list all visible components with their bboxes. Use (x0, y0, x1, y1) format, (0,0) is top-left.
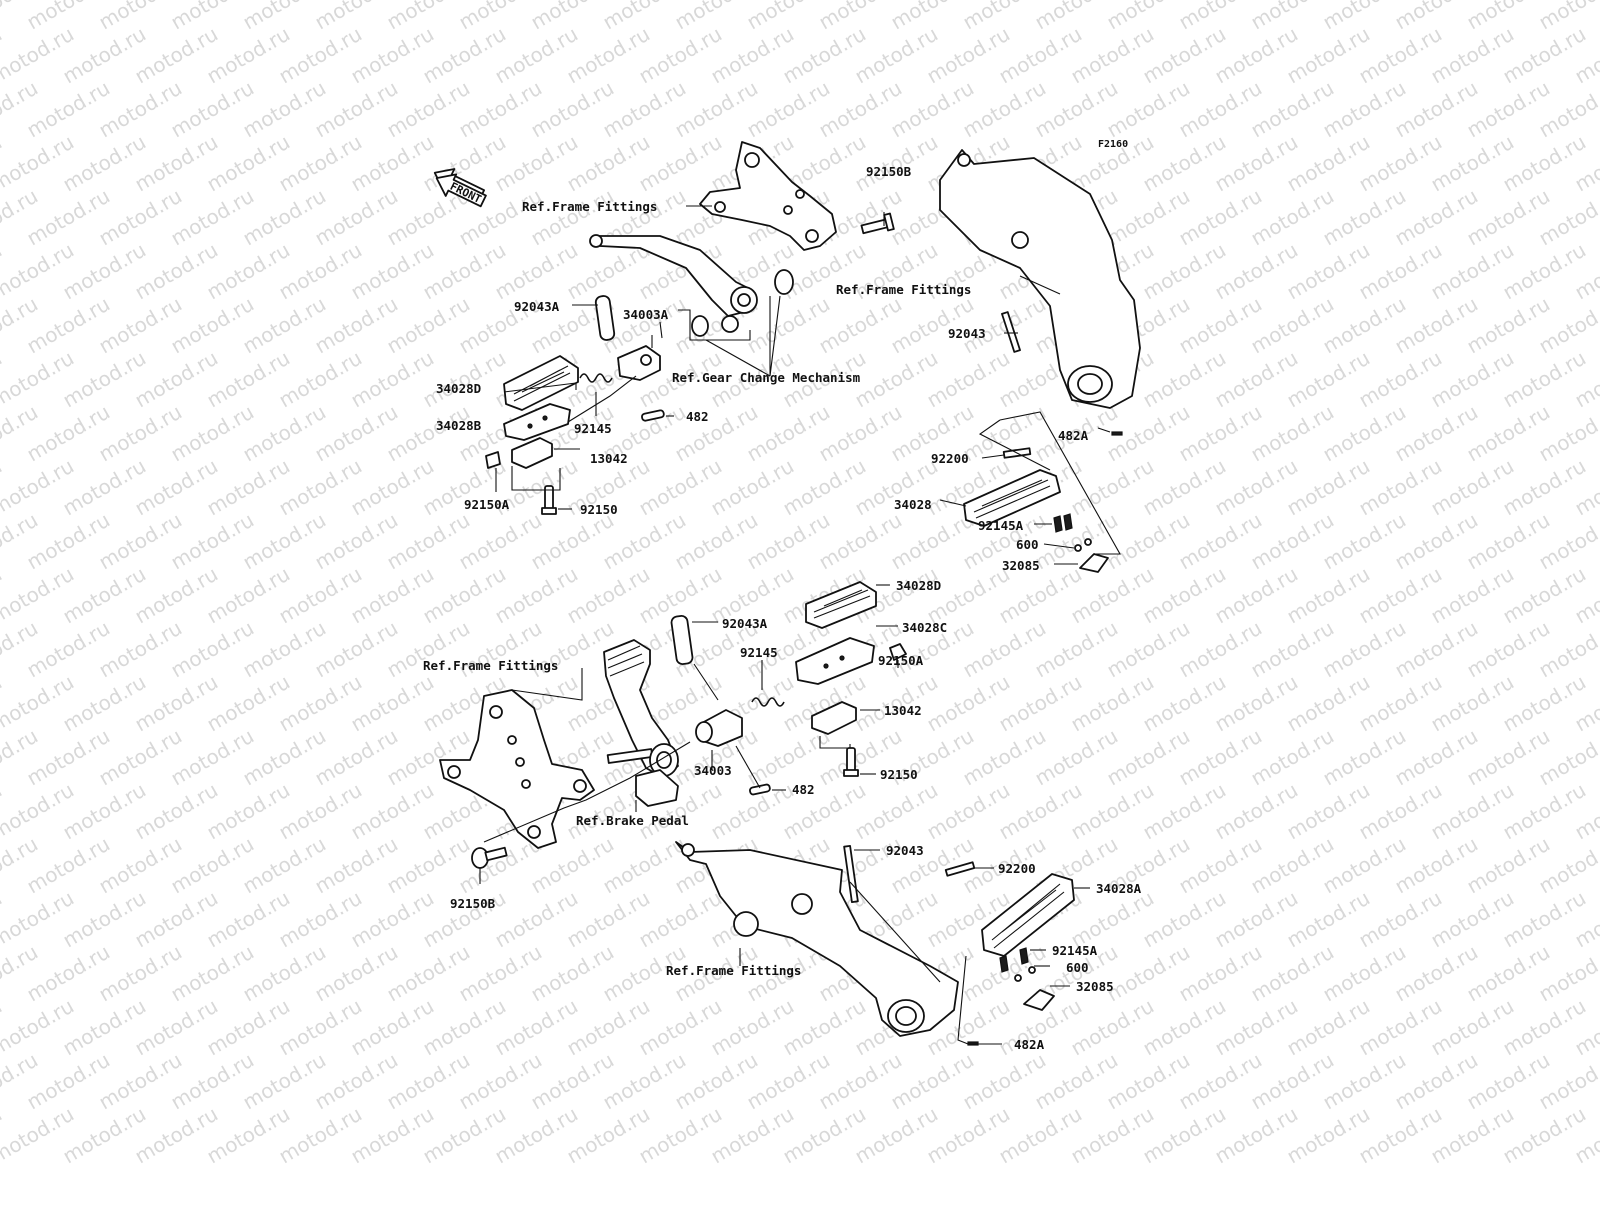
label-92145A-bot: 92145A (1052, 943, 1098, 958)
label-ref-frame-fittings-4: Ref.Frame Fittings (666, 963, 801, 978)
label-92150-mid: 92150 (880, 767, 918, 782)
label-13042-mid: 13042 (884, 703, 922, 718)
label-92043A-mid: 92043A (722, 616, 768, 631)
label-482A-top: 482A (1058, 428, 1089, 443)
label-92150B-bot: 92150B (450, 896, 496, 911)
label-482A-bot: 482A (1014, 1037, 1045, 1052)
label-92145A-top: 92145A (978, 518, 1024, 533)
label-34003: 34003 (694, 763, 732, 778)
plate-32085-top (1080, 554, 1108, 572)
label-92043-right: 92043 (948, 326, 986, 341)
label-34028: 34028 (894, 497, 932, 512)
label-34028D-mid: 34028D (896, 578, 941, 593)
label-482-top: 482 (686, 409, 709, 424)
label-13042-top: 13042 (590, 451, 628, 466)
label-32085-top: 32085 (1002, 558, 1040, 573)
ball-600b-bot (1029, 967, 1035, 973)
label-34028A: 34028A (1096, 881, 1142, 896)
ball-600-top (1075, 545, 1081, 551)
ball-600b-top (1085, 539, 1091, 545)
label-ref-frame-fittings-3: Ref.Frame Fittings (423, 658, 558, 673)
label-92043-bot: 92043 (886, 843, 924, 858)
spring-92145A-top (1054, 514, 1072, 532)
clip-482A-top (1112, 432, 1122, 435)
heel-guard-13042-top (512, 438, 552, 468)
label-ref-frame-fittings-1: Ref.Frame Fittings (522, 199, 657, 214)
label-600-bot: 600 (1066, 960, 1089, 975)
label-92145-mid: 92145 (740, 645, 778, 660)
seal-ring-top (775, 270, 793, 294)
label-92145-top: 92145 (574, 421, 612, 436)
washer-top (692, 316, 708, 336)
nut-92150A-top (486, 452, 500, 468)
label-34028D-top: 34028D (436, 381, 481, 396)
label-92150A-mid: 92150A (878, 653, 924, 668)
label-92043A-top: 92043A (514, 299, 560, 314)
label-32085-bot: 32085 (1076, 979, 1114, 994)
footpeg-holder-top (618, 346, 660, 380)
label-34028B: 34028B (436, 418, 482, 433)
label-92200-top: 92200 (931, 451, 969, 466)
label-92200-bot: 92200 (998, 861, 1036, 876)
label-ref-frame-fittings-2: Ref.Frame Fittings (836, 282, 971, 297)
label-92150-top: 92150 (580, 502, 618, 517)
watermark-layer: motod.rumotod.rumotod.rumotod.rumotod.ru… (0, 0, 1600, 1168)
pin-92043A-top (595, 295, 615, 341)
ball-600-bot (1015, 975, 1021, 981)
label-92150A-top: 92150A (464, 497, 510, 512)
label-34028C: 34028C (902, 620, 947, 635)
diagram-code: F2160 (1098, 139, 1128, 150)
label-600-top: 600 (1016, 537, 1039, 552)
label-482-mid: 482 (792, 782, 815, 797)
label-34003A: 34003A (623, 307, 669, 322)
label-92150B-top: 92150B (866, 164, 912, 179)
pin-92043A-mid (671, 615, 694, 665)
label-ref-brake-pedal: Ref.Brake Pedal (576, 813, 689, 828)
label-ref-gear-change: Ref.Gear Change Mechanism (672, 370, 861, 385)
